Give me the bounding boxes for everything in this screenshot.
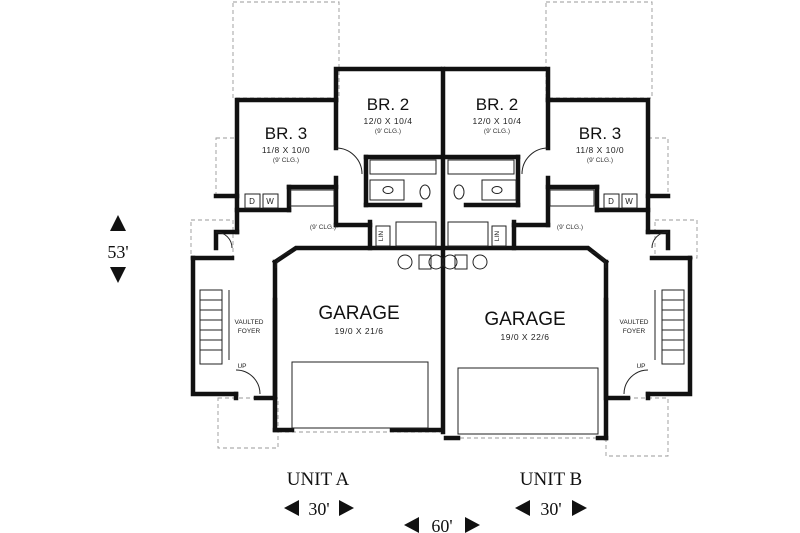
unit-a-foyer-line1: VAULTED (234, 319, 263, 326)
unit-a-width-dimension: 30' (284, 499, 354, 519)
unit-a-bedroom-3-size: 11/8 X 10/0 (262, 145, 310, 155)
unit-b-hall-ceiling: (9' CLG.) (557, 224, 583, 231)
overall-width-dimension: 60' (404, 516, 480, 533)
left-arrow-icon (404, 517, 419, 533)
fixtures (199, 147, 685, 435)
unit-a-washer-label: W (266, 197, 274, 206)
unit-a-bedroom-2-size: 12/0 X 10/4 (364, 116, 413, 126)
right-arrow-icon (465, 517, 480, 533)
unit-b-linen-label: LIN (494, 231, 501, 241)
unit-b-bedroom-2-ceiling: (9' CLG.) (484, 128, 510, 135)
unit-b-bedroom-2-size: 12/0 X 10/4 (473, 116, 522, 126)
depth-dimension: 53' (107, 215, 129, 283)
unit-b-bedroom-3-size: 11/8 X 10/0 (576, 145, 624, 155)
unit-b-stair-label: UP (636, 363, 645, 370)
unit-b-width-dimension: 30' (515, 499, 587, 519)
unit-a-garage-name: GARAGE (318, 303, 399, 324)
unit-a-hall-ceiling: (9' CLG.) (310, 224, 336, 231)
unit-a-label: UNIT A (287, 469, 350, 490)
unit-a-dryer-label: D (249, 197, 255, 206)
right-arrow-icon (339, 500, 354, 516)
overall-width: 60' (431, 516, 452, 533)
unit-a-bedroom-3-name: BR. 3 (265, 124, 308, 143)
unit-b-label: UNIT B (520, 469, 582, 490)
unit-b-washer-label: W (625, 197, 633, 206)
unit-b-bedroom-3-ceiling: (9' CLG.) (587, 157, 613, 164)
left-arrow-icon (284, 500, 299, 516)
unit-b-dryer-label: D (608, 197, 614, 206)
down-arrow-icon (110, 267, 126, 283)
unit-a-bedroom-3-ceiling: (9' CLG.) (273, 157, 299, 164)
unit-a-garage-size: 19/0 X 21/6 (335, 326, 384, 336)
unit-b-foyer-line1: VAULTED (619, 319, 648, 326)
unit-b-garage-name: GARAGE (484, 309, 565, 330)
unit-b-garage-size: 19/0 X 22/6 (501, 332, 550, 342)
unit-b-bedroom-3-name: BR. 3 (579, 124, 622, 143)
left-arrow-icon (515, 500, 530, 516)
overall-depth: 53' (107, 242, 128, 262)
unit-a-bedroom-2-name: BR. 2 (367, 95, 410, 114)
unit-a-foyer-line2: FOYER (238, 328, 261, 335)
unit-b-width: 30' (540, 499, 561, 519)
unit-b-bedroom-2-name: BR. 2 (476, 95, 519, 114)
unit-a-stair-label: UP (237, 363, 246, 370)
unit-b-foyer-line2: FOYER (623, 328, 646, 335)
up-arrow-icon (110, 215, 126, 231)
unit-a-width: 30' (308, 499, 329, 519)
unit-b-walls (443, 66, 693, 441)
unit-a-bedroom-2-ceiling: (9' CLG.) (375, 128, 401, 135)
unit-a-linen-label: LIN (378, 231, 385, 241)
right-arrow-icon (572, 500, 587, 516)
